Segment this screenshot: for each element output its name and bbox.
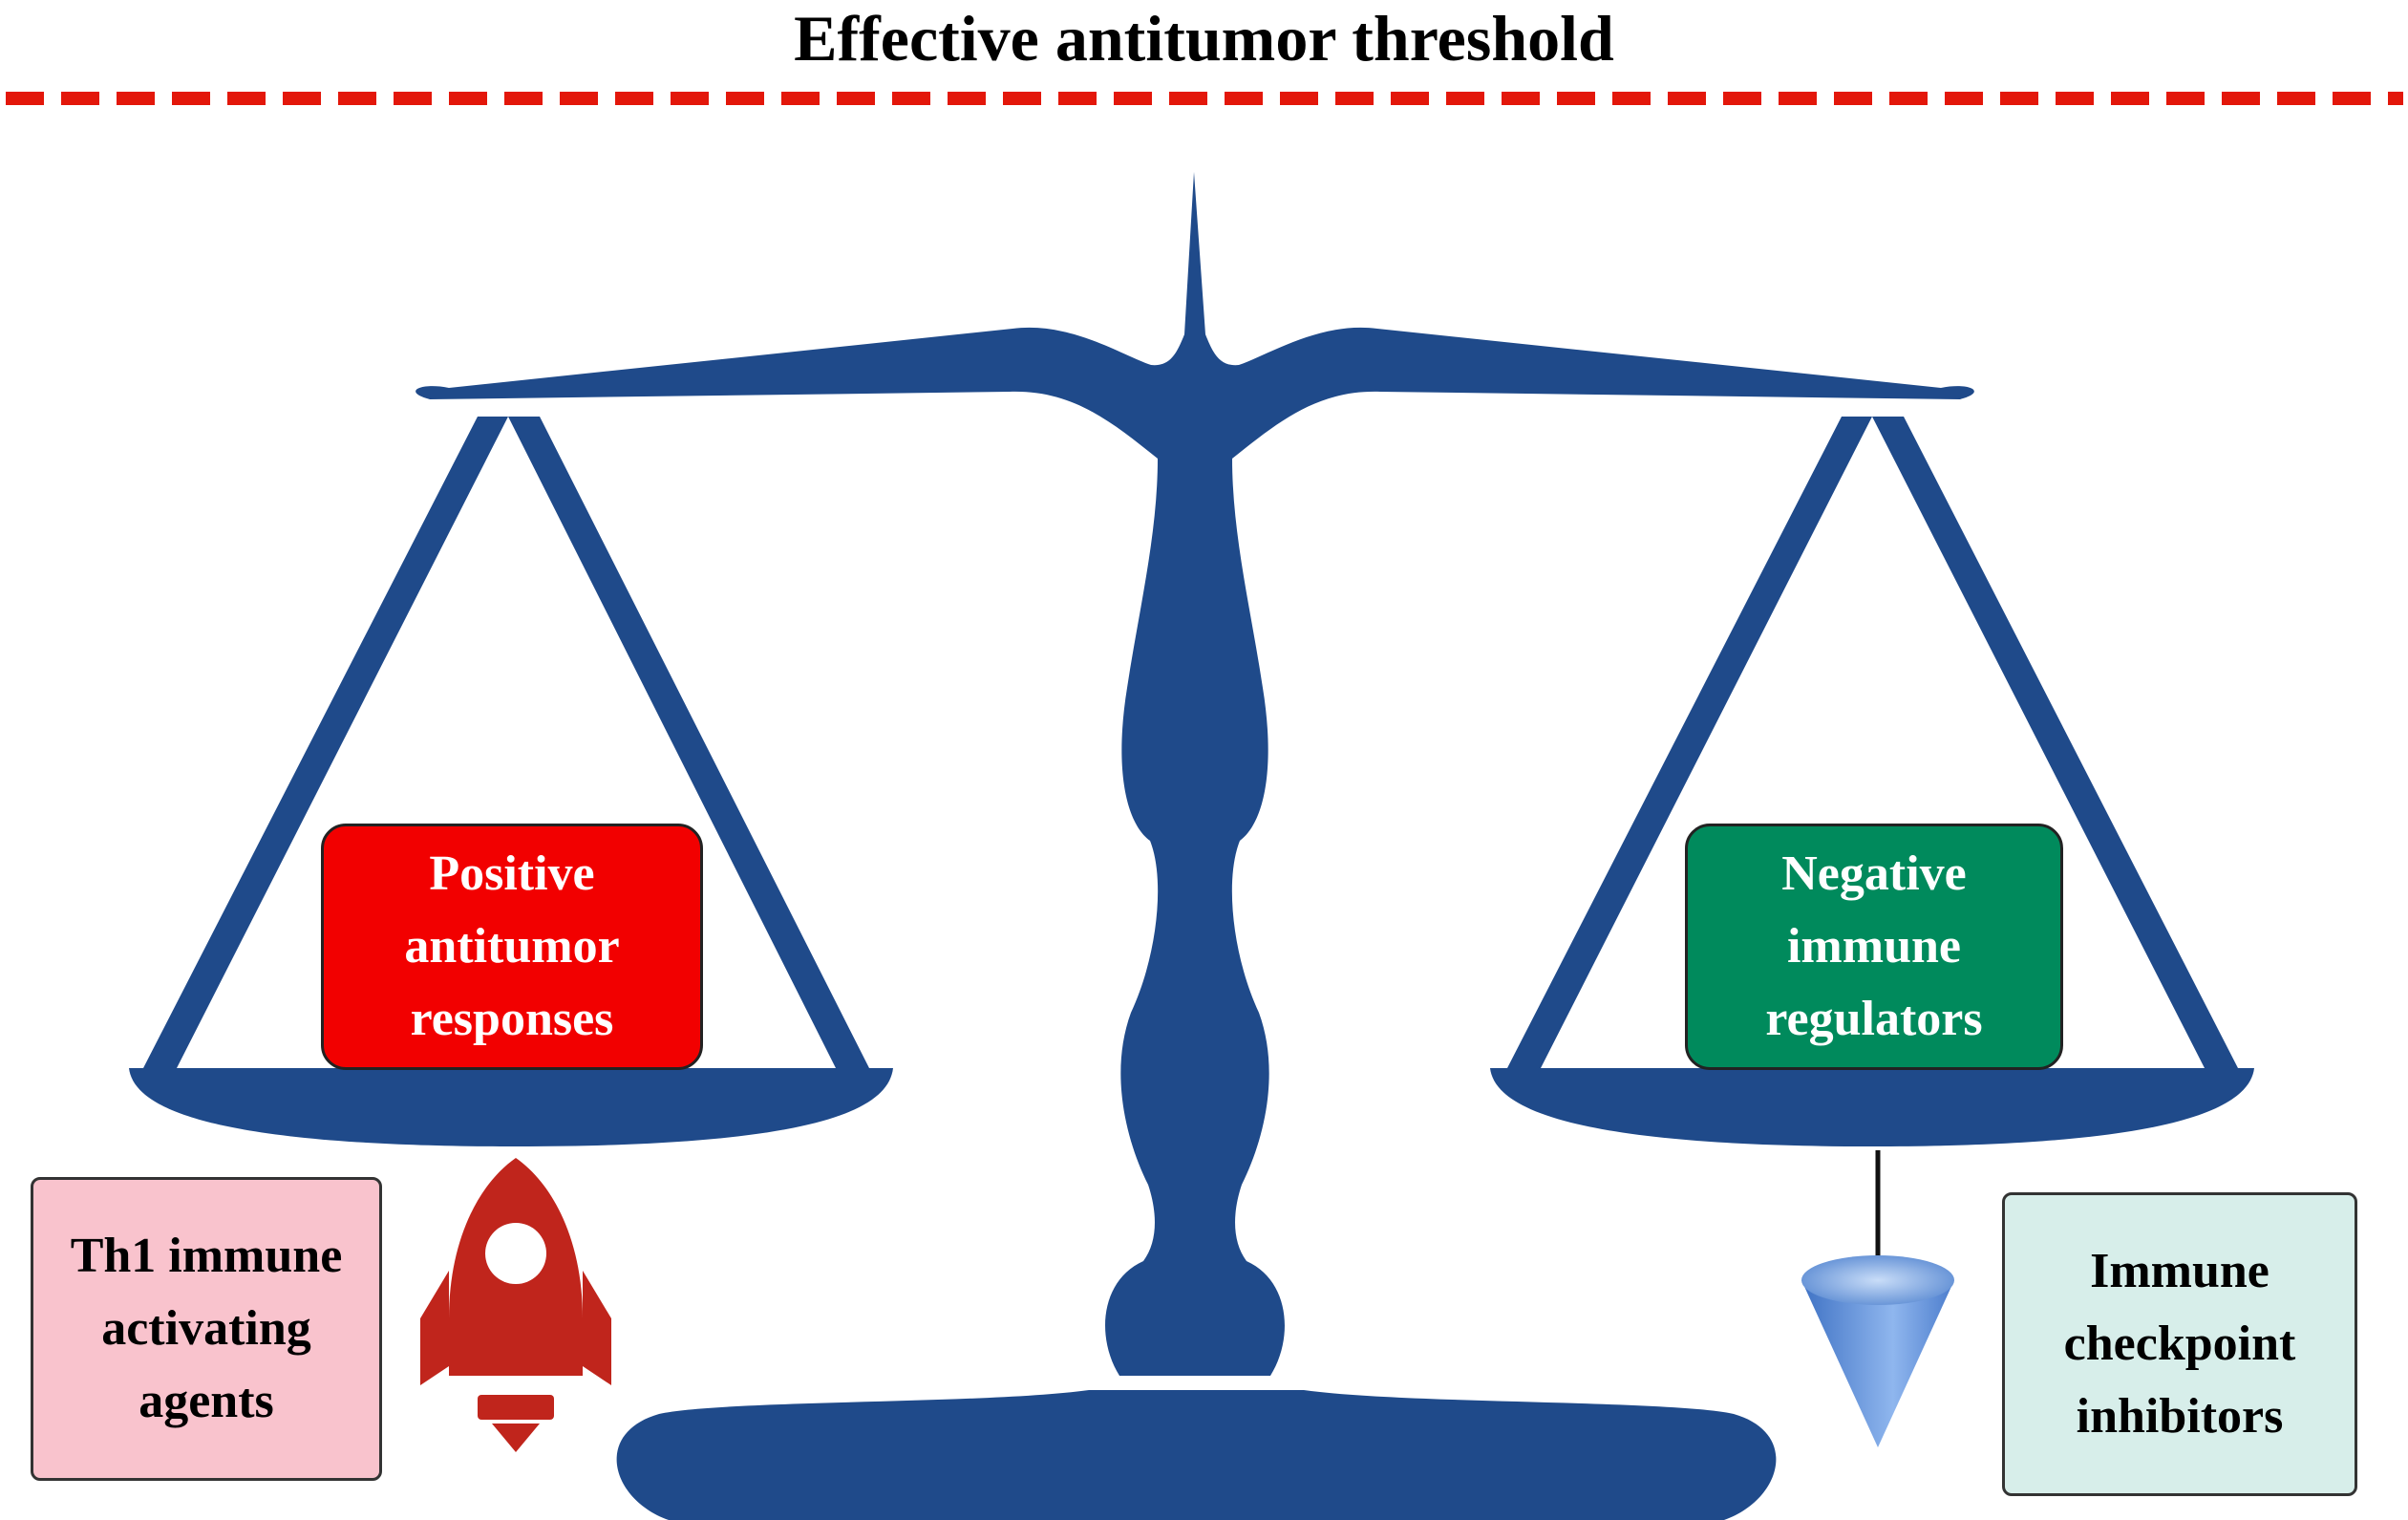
- immune-checkpoint-inhibitors-box: Immune checkpoint inhibitors: [2002, 1192, 2357, 1496]
- th1-activating-agents-label: Th1 immune activating agents: [70, 1229, 343, 1428]
- scale-beam: [416, 172, 1974, 459]
- positive-antitumor-responses-label: Positive antitumor responses: [404, 846, 620, 1046]
- cone-weight-icon: [1801, 1150, 1954, 1447]
- rocket-icon: [420, 1158, 611, 1452]
- threshold-title: Effective antitumor threshold: [794, 2, 1614, 75]
- positive-antitumor-responses-box: Positive antitumor responses: [321, 824, 703, 1070]
- th1-activating-agents-box: Th1 immune activating agents: [31, 1177, 382, 1481]
- threshold-dashed-line: [6, 92, 2403, 105]
- scale-structure: [129, 172, 2254, 1520]
- immune-checkpoint-inhibitors-label: Immune checkpoint inhibitors: [2063, 1244, 2296, 1444]
- left-pan-dish: [129, 1068, 893, 1146]
- negative-immune-regulators-box: Negative immune regulators: [1685, 824, 2063, 1070]
- scale-pillar: [1105, 459, 1285, 1376]
- scale-base: [616, 1390, 1777, 1520]
- negative-immune-regulators-label: Negative immune regulators: [1765, 846, 1983, 1046]
- right-pan-dish: [1490, 1068, 2254, 1146]
